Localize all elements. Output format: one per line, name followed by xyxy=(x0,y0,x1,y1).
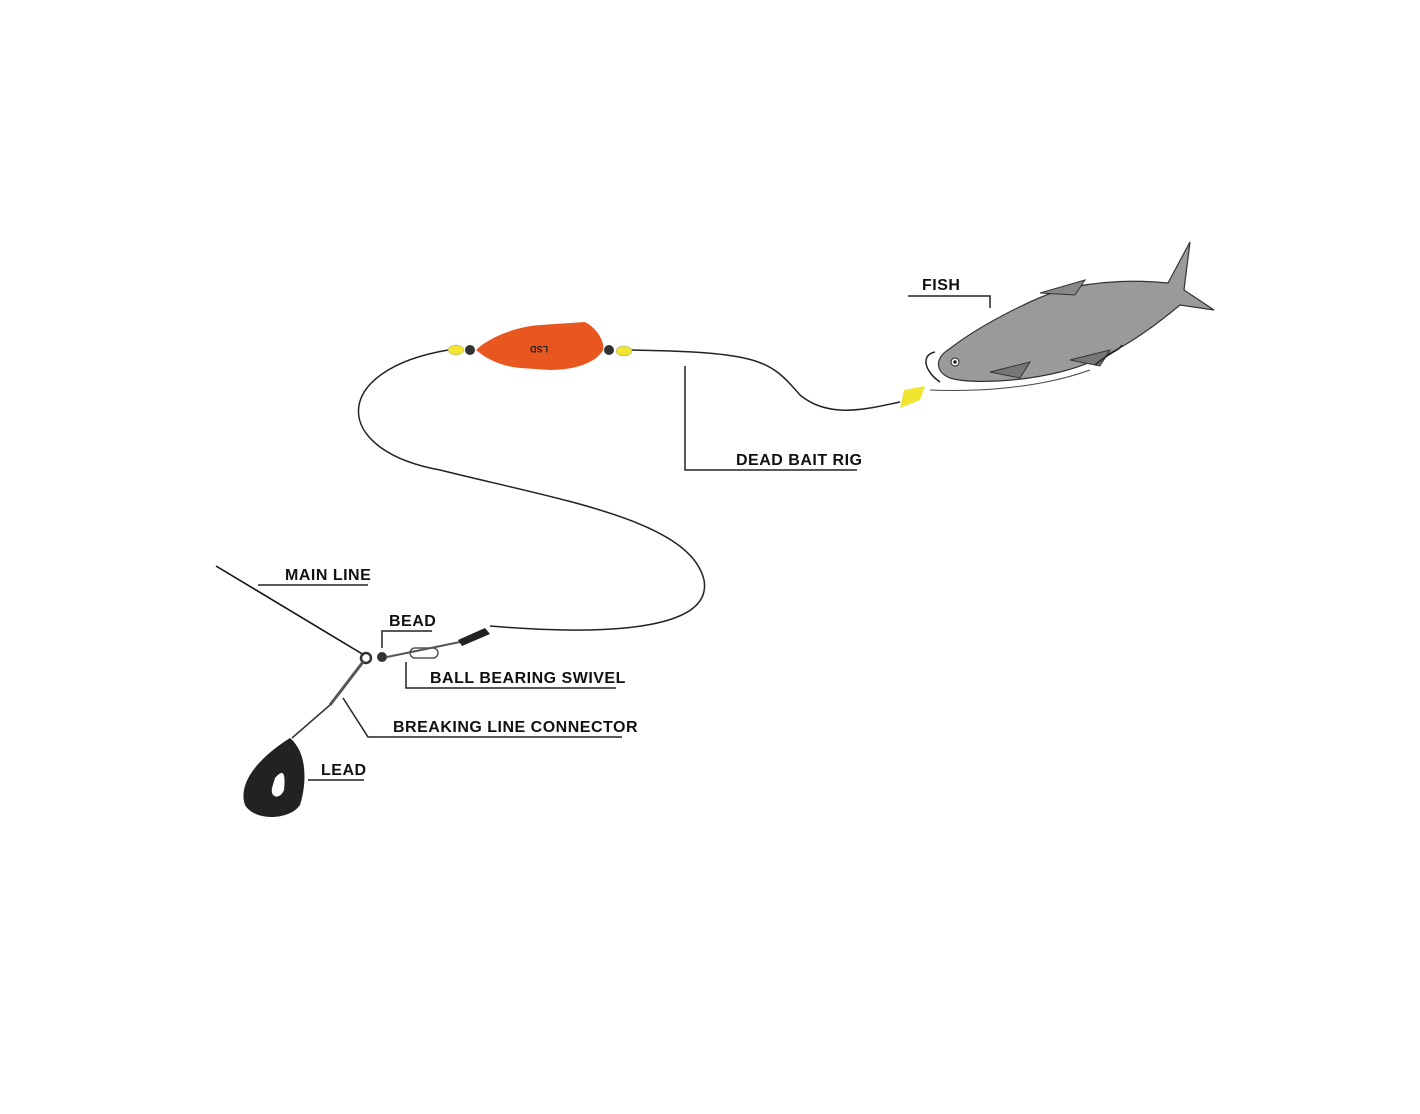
black-bead-left xyxy=(465,345,475,355)
connector-leader xyxy=(342,697,622,738)
label-dead-bait-rig: DEAD BAIT RIG xyxy=(736,452,863,469)
dead-bait-rig-leader xyxy=(684,366,857,471)
fish-leader xyxy=(908,295,991,308)
ball-bearing-swivel xyxy=(409,647,439,659)
label-breaking-line-connector: BREAKING LINE CONNECTOR xyxy=(393,719,638,736)
label-fish: FISH xyxy=(922,277,960,294)
label-main-line: MAIN LINE xyxy=(285,567,371,584)
yellow-bead-left xyxy=(447,344,465,356)
bead-leader xyxy=(381,630,432,648)
trace-line xyxy=(629,349,901,411)
black-bead-right xyxy=(604,345,614,355)
yellow-bead-right xyxy=(615,345,633,357)
lead-weight xyxy=(243,738,305,818)
rig-line xyxy=(357,349,706,631)
label-lead: LEAD xyxy=(321,762,367,779)
hook-line xyxy=(929,369,1091,391)
float: LSD xyxy=(447,322,633,370)
label-bead: BEAD xyxy=(389,613,436,630)
bead xyxy=(377,652,387,662)
float-brand: LSD xyxy=(529,344,548,354)
terminal-tackle xyxy=(243,628,490,818)
swivel-leader xyxy=(405,662,616,689)
breaking-line-connector xyxy=(328,661,365,706)
label-ball-bearing-swivel: BALL BEARING SWIVEL xyxy=(430,670,626,687)
main-line xyxy=(215,565,365,656)
fish xyxy=(900,241,1215,408)
